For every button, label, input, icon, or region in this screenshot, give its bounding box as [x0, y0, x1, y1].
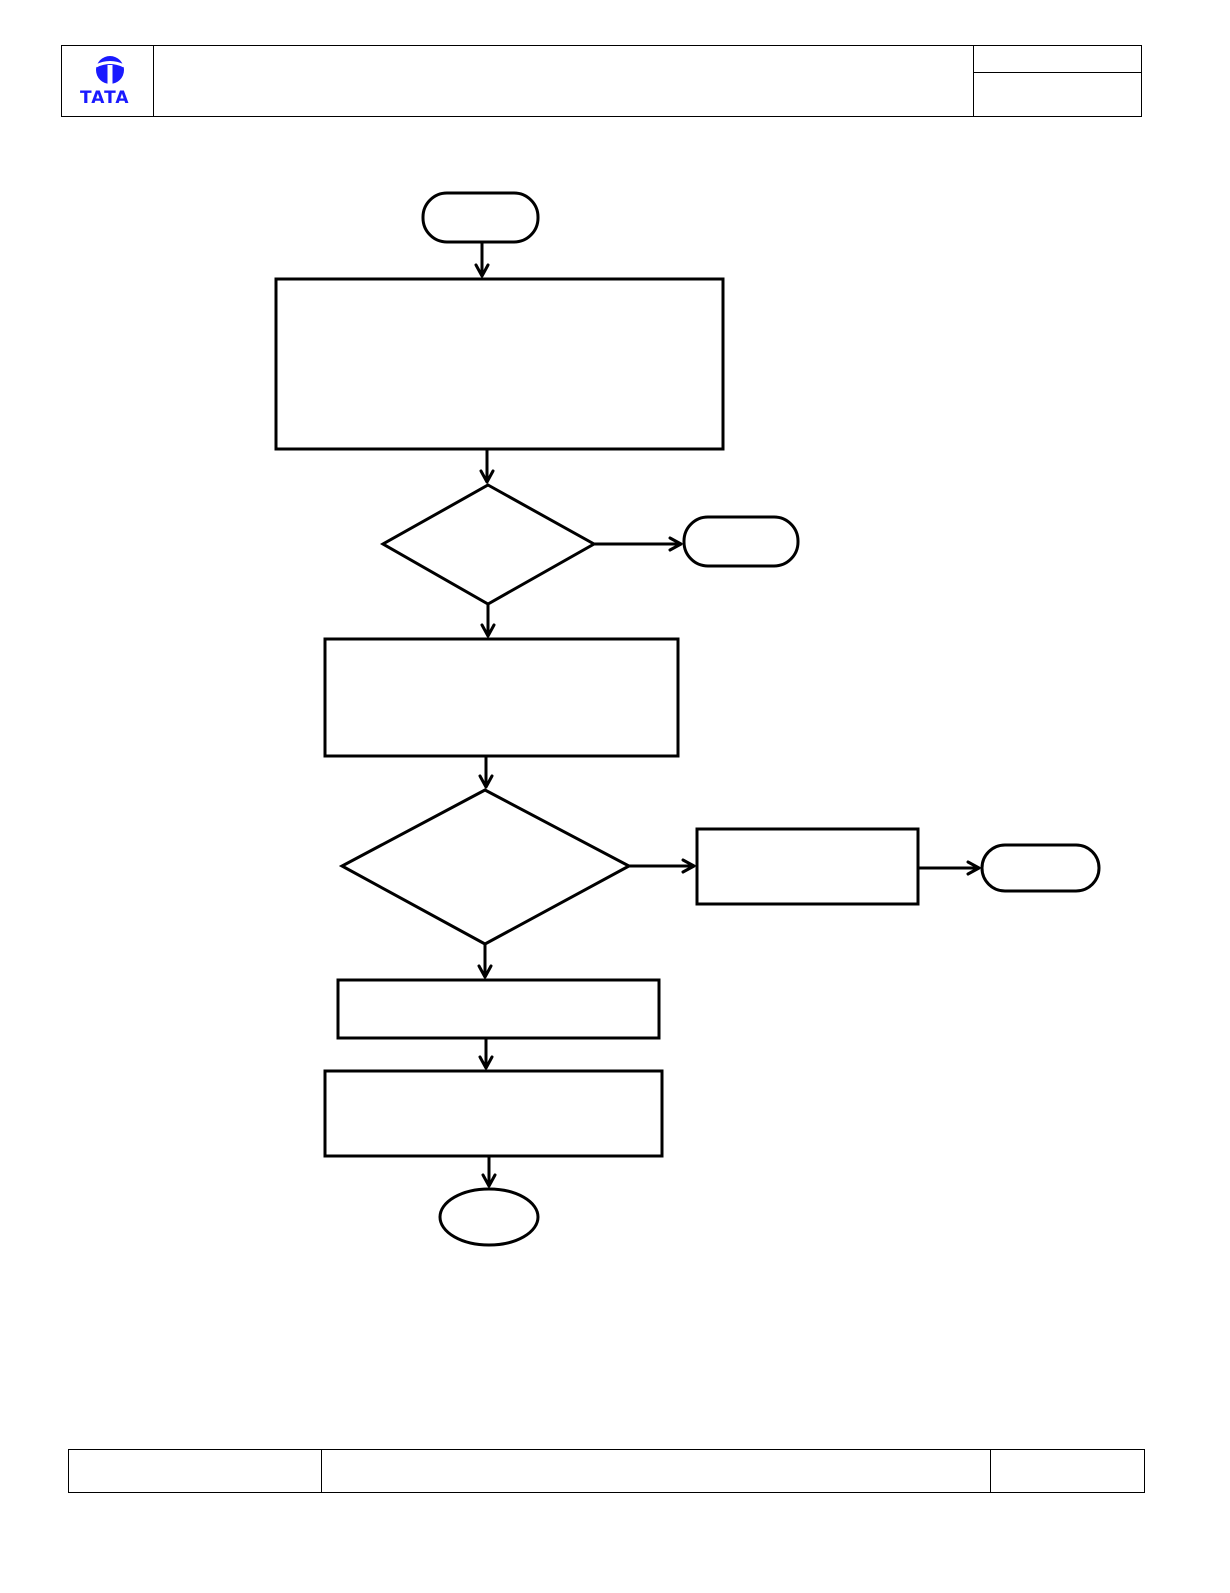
- flow-node-decision-1: [379, 483, 598, 606]
- flow-node-process-4: [336, 978, 661, 1040]
- edge-process-1-decision-1-arrowhead: [479, 469, 495, 484]
- tata-logo-icon: [95, 56, 125, 84]
- edge-process-4-process-5-arrowhead: [478, 1055, 494, 1070]
- logo-wordmark: TATA: [80, 88, 130, 108]
- flow-node-decision-2: [338, 788, 633, 946]
- edge-decision-1-terminator-2-arrowhead: [668, 536, 683, 552]
- header-meta-top: [974, 46, 1142, 73]
- edge-process-5-end-arrowhead: [481, 1173, 497, 1188]
- logo-cell: TATA: [62, 46, 154, 116]
- edge-decision-2-process-3-arrowhead: [681, 858, 696, 874]
- edge-start-process-1-arrowhead: [474, 263, 490, 278]
- flow-node-start: [421, 191, 540, 244]
- flow-node-end: [438, 1187, 540, 1247]
- header-meta-cell: [973, 46, 1142, 116]
- footer-middle-cell: [322, 1450, 990, 1492]
- document-footer: [68, 1449, 1145, 1493]
- footer-left-cell: [69, 1450, 322, 1492]
- flow-node-process-2: [323, 637, 680, 758]
- flow-node-terminator-3: [980, 843, 1101, 893]
- edge-decision-2-process-4-arrowhead: [477, 964, 493, 979]
- flow-node-process-1: [274, 277, 725, 451]
- edge-process-3-terminator-3-arrowhead: [966, 860, 981, 876]
- flow-node-process-3: [695, 827, 920, 906]
- edge-decision-1-process-2-arrowhead: [480, 623, 496, 638]
- footer-right-cell: [990, 1450, 1145, 1492]
- flow-node-process-5: [323, 1069, 664, 1158]
- edge-process-2-decision-2-arrowhead: [478, 774, 494, 789]
- document-header: TATA: [61, 45, 1142, 117]
- flow-node-terminator-2: [682, 515, 800, 568]
